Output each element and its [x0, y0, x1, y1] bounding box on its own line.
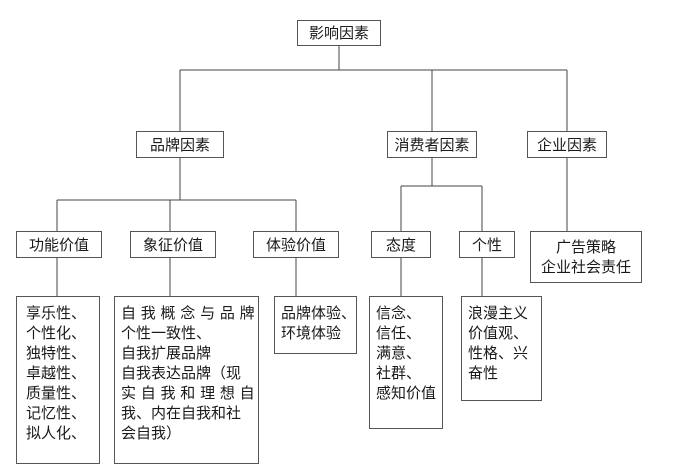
- detail-item: 社群、: [376, 364, 422, 382]
- detail-item: 奋性: [468, 364, 499, 382]
- personality-details: 浪漫主义 价值观、 性格、兴 奋性: [461, 296, 542, 401]
- symbolic-value-details: 自 我 概 念 与 品 牌 个性一致性、 自我扩展品牌 自我表达品牌（现 实 自…: [114, 296, 259, 464]
- functional-value-details: 享乐性、 个性化、 独特性、 卓越性、 质量性、 记忆性、 拟人化、: [16, 296, 100, 464]
- detail-item: 满意、: [376, 344, 422, 362]
- brand-factor-label: 品牌因素: [149, 135, 210, 154]
- detail-item: 个性一致性、: [121, 324, 212, 342]
- detail-item: 自 我 概 念 与 品 牌: [121, 304, 255, 322]
- enterprise-factor-label: 企业因素: [536, 135, 597, 154]
- detail-item: 感知价值: [376, 384, 437, 402]
- enterprise-detail-line-2: 企业社会责任: [540, 258, 631, 276]
- detail-item: 享乐性、: [26, 304, 87, 322]
- detail-item: 卓越性、: [26, 364, 87, 382]
- root-node: 影响因素: [297, 20, 381, 46]
- detail-item: 拟人化、: [26, 424, 87, 442]
- attitude-label: 态度: [385, 235, 416, 254]
- consumer-factor-node: 消费者因素: [387, 131, 477, 158]
- detail-item: 自我表达品牌（现: [121, 364, 242, 382]
- detail-item: 个性化、: [26, 324, 87, 342]
- attitude-details: 信念、 信任、 满意、 社群、 感知价值: [369, 296, 443, 429]
- consumer-factor-label: 消费者因素: [394, 135, 470, 154]
- detail-item: 实 自 我 和 理 想 自: [121, 384, 255, 402]
- detail-item: 环境体验: [281, 324, 342, 342]
- detail-item: 信任、: [376, 324, 422, 342]
- detail-item: 性格、兴: [468, 344, 529, 362]
- functional-value-label: 功能价值: [28, 235, 89, 254]
- functional-value-node: 功能价值: [16, 231, 102, 258]
- detail-item: 价值观、: [468, 324, 529, 342]
- detail-item: 独特性、: [26, 344, 87, 362]
- experience-value-node: 体验价值: [253, 231, 339, 258]
- symbolic-value-label: 象征价值: [142, 235, 203, 254]
- enterprise-detail-node: 广告策略 企业社会责任: [530, 231, 642, 283]
- detail-item: 浪漫主义: [468, 304, 529, 322]
- detail-item: 记忆性、: [26, 404, 87, 422]
- root-label: 影响因素: [308, 24, 369, 42]
- detail-item: 质量性、: [26, 384, 87, 402]
- personality-label: 个性: [471, 235, 502, 254]
- detail-item: 自我扩展品牌: [121, 344, 212, 362]
- symbolic-value-node: 象征价值: [130, 231, 216, 258]
- enterprise-factor-node: 企业因素: [527, 131, 607, 158]
- attitude-node: 态度: [371, 231, 431, 258]
- brand-factor-node: 品牌因素: [136, 131, 224, 158]
- enterprise-detail-line-1: 广告策略: [555, 238, 616, 256]
- detail-item: 我、内在自我和社: [121, 404, 242, 422]
- detail-item: 会自我）: [121, 424, 182, 442]
- detail-item: 品牌体验、: [281, 304, 357, 322]
- detail-item: 信念、: [376, 304, 422, 322]
- personality-node: 个性: [459, 231, 515, 258]
- experience-value-details: 品牌体验、 环境体验: [274, 296, 357, 354]
- experience-value-label: 体验价值: [265, 235, 326, 254]
